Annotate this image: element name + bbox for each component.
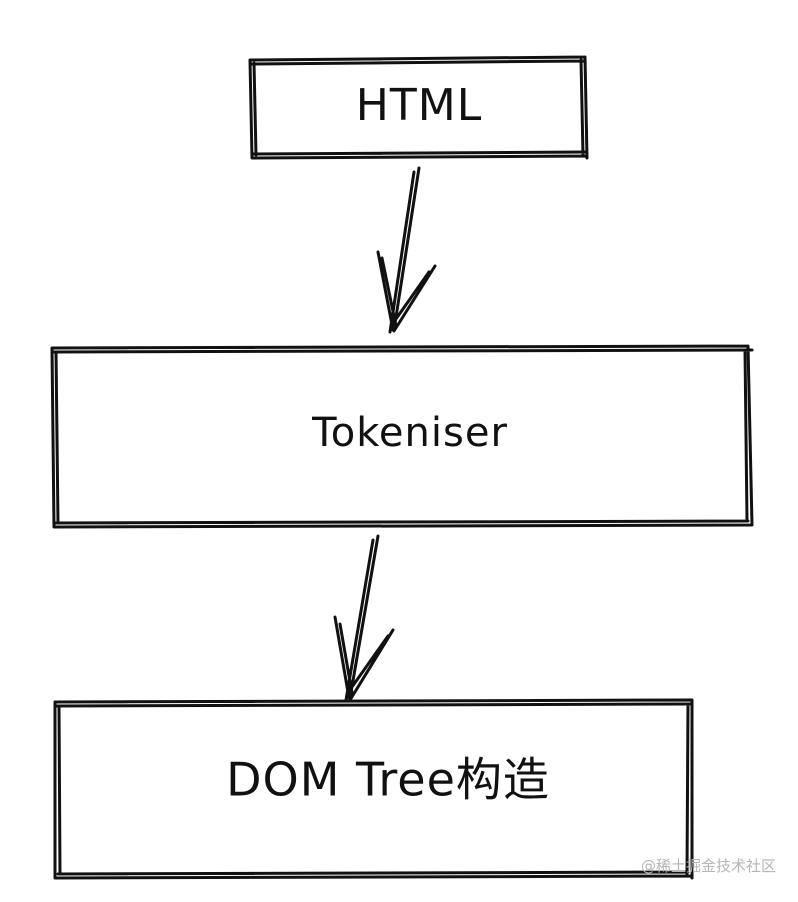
node-dom-tree-box (53, 698, 694, 880)
node-html-label: HTML (356, 80, 482, 131)
node-tokeniser-box (50, 344, 754, 529)
watermark-text: @稀土掘金技术社区 (640, 857, 776, 875)
arrow-html-to-tokeniser (376, 166, 437, 334)
node-tokeniser: Tokeniser (50, 344, 754, 529)
node-dom-tree: DOM Tree构造 (53, 698, 694, 880)
node-html-box (248, 55, 589, 160)
node-html: HTML (248, 55, 589, 160)
arrow-tokeniser-to-dom-tree (333, 534, 395, 702)
node-tokeniser-label: Tokeniser (311, 410, 508, 456)
node-dom-tree-label: DOM Tree构造 (226, 753, 550, 807)
